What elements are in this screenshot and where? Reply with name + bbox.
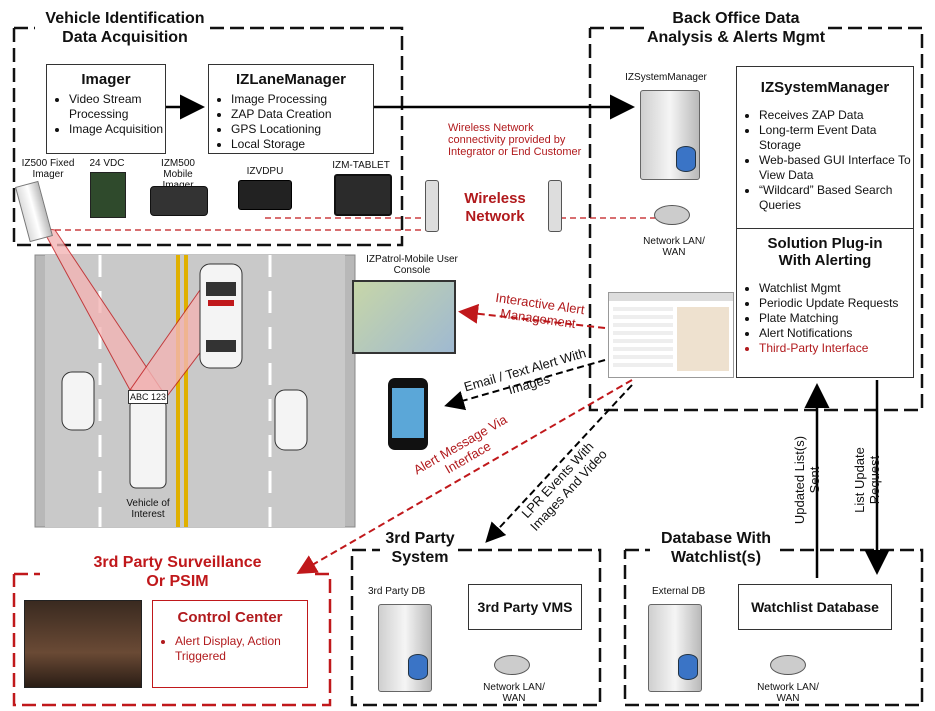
plugin-item: Periodic Update Requests: [759, 296, 913, 311]
back-office-title: Back Office Data Analysis & Alerts Mgmt: [640, 9, 832, 47]
patrol-console-screen: [352, 280, 456, 354]
power-supply-icon: [90, 172, 126, 218]
control-center-box: Control Center Alert Display, Action Tri…: [152, 600, 308, 688]
surveillance-title-line1: 3rd Party Surveillance: [93, 554, 262, 571]
system-manager-list: Receives ZAP Data Long-term Event Data S…: [737, 108, 913, 213]
wireless-note: Wireless Network connectivity provided b…: [448, 122, 582, 158]
system-manager-box: IZSystemManager Receives ZAP Data Long-t…: [736, 66, 914, 231]
list-update-label: List Update Request: [852, 447, 882, 513]
vehicle-of-interest-label: Vehicle of Interest: [126, 498, 170, 520]
izvdpu-label: IZVDPU: [246, 166, 284, 177]
database-title: Database With Watchlist(s): [645, 529, 787, 567]
router-icon: [494, 655, 530, 675]
plugin-item-third-party: Third-Party Interface: [759, 341, 913, 356]
vehicle-id-title: Vehicle Identification Data Acquisition: [40, 9, 210, 47]
database-icon: [678, 654, 698, 680]
watchlist-network-label: Network LAN/ WAN: [757, 682, 819, 704]
system-manager-title: IZSystemManager: [760, 79, 890, 96]
wireless-label: Wireless Network: [450, 190, 540, 226]
vdc-label: 24 VDC: [89, 158, 125, 169]
system-manager-item: Receives ZAP Data: [759, 108, 913, 123]
antenna-icon: [425, 180, 439, 232]
surveillance-frame: [12, 572, 332, 707]
back-office-title-line1: Back Office Data: [672, 10, 800, 27]
control-center-title: Control Center: [177, 609, 283, 626]
lane-manager-list: Image Processing ZAP Data Creation GPS L…: [209, 92, 373, 152]
wireless-label-line1: Wireless: [464, 190, 526, 207]
updated-list-label: Updated List(s) Sent: [792, 435, 822, 525]
external-db-label: External DB: [652, 586, 706, 597]
control-room-photo: [24, 600, 142, 688]
vehicle-id-title-line1: Vehicle Identification: [45, 10, 205, 27]
third-party-db-label: 3rd Party DB: [368, 586, 426, 597]
system-manager-item: Long-term Event Data Storage: [759, 123, 913, 153]
plugin-item: Watchlist Mgmt: [759, 281, 913, 296]
plugin-box: Solution Plug-in With Alerting Watchlist…: [736, 228, 914, 378]
external-server-icon: [648, 604, 702, 692]
imager-item: Image Acquisition: [69, 122, 165, 137]
database-title-line1: Database With: [660, 530, 772, 547]
database-icon: [408, 654, 428, 680]
system-manager-item: Web-based GUI Interface To View Data: [759, 153, 913, 183]
imager-box: Imager Video Stream Processing Image Acq…: [46, 64, 166, 154]
plugin-item: Alert Notifications: [759, 326, 913, 341]
third-party-network-label: Network LAN/ WAN: [483, 682, 545, 704]
izm500-camera-icon: [150, 186, 208, 216]
lane-manager-item: Image Processing: [231, 92, 373, 107]
control-center-list: Alert Display, Action Triggered: [153, 634, 307, 664]
patrol-label: IZPatrol-Mobile User Console: [366, 254, 458, 276]
router-icon: [770, 655, 806, 675]
lane-manager-box: IZLaneManager Image Processing ZAP Data …: [208, 64, 374, 154]
third-party-title-line2: System: [391, 549, 449, 566]
server-label: IZSystemManager: [625, 72, 707, 83]
database-title-line2: Watchlist(s): [670, 549, 762, 566]
iz500-label: IZ500 Fixed Imager: [21, 158, 75, 180]
wireless-label-line2: Network: [465, 208, 525, 225]
imager-title: Imager: [81, 71, 131, 88]
control-center-item: Alert Display, Action Triggered: [175, 634, 307, 664]
lane-manager-item: GPS Locationing: [231, 122, 373, 137]
system-manager-item: “Wildcard” Based Search Queries: [759, 183, 913, 213]
web-gui-screenshot: [608, 292, 734, 378]
antenna-icon: [548, 180, 562, 232]
lane-manager-title: IZLaneManager: [235, 71, 347, 88]
third-party-frame: [350, 548, 602, 707]
router-icon: [654, 205, 690, 225]
lane-manager-item: ZAP Data Creation: [231, 107, 373, 122]
database-icon: [676, 146, 696, 172]
vms-box: 3rd Party VMS: [468, 584, 582, 630]
third-party-server-icon: [378, 604, 432, 692]
vehicle-id-title-line2: Data Acquisition: [62, 29, 188, 46]
izvdpu-device-icon: [238, 180, 292, 210]
imager-item: Video Stream Processing: [69, 92, 165, 122]
izm500-label: IZM500 Mobile Imager: [161, 158, 195, 191]
imager-list: Video Stream Processing Image Acquisitio…: [47, 92, 165, 137]
tablet-label: IZM-TABLET: [332, 160, 390, 171]
watchlist-box: Watchlist Database: [738, 584, 892, 630]
database-frame: [623, 548, 924, 707]
network-label: Network LAN/ WAN: [643, 236, 705, 258]
plugin-item: Plate Matching: [759, 311, 913, 326]
tablet-icon: [334, 174, 392, 216]
third-party-title-line1: 3rd Party: [385, 530, 455, 547]
back-office-frame: [588, 26, 924, 412]
third-party-title: 3rd Party System: [370, 529, 470, 567]
plugin-list: Watchlist Mgmt Periodic Update Requests …: [737, 281, 913, 356]
back-office-title-line2: Analysis & Alerts Mgmt: [646, 29, 826, 46]
plugin-title: Solution Plug-in With Alerting: [767, 235, 883, 269]
license-plate: ABC 123: [128, 390, 168, 404]
vehicle-id-frame: [12, 26, 404, 247]
lane-manager-item: Local Storage: [231, 137, 373, 152]
surveillance-title-line2: Or PSIM: [146, 573, 209, 590]
surveillance-title: 3rd Party Surveillance Or PSIM: [40, 553, 315, 591]
phone-icon: [388, 378, 428, 450]
